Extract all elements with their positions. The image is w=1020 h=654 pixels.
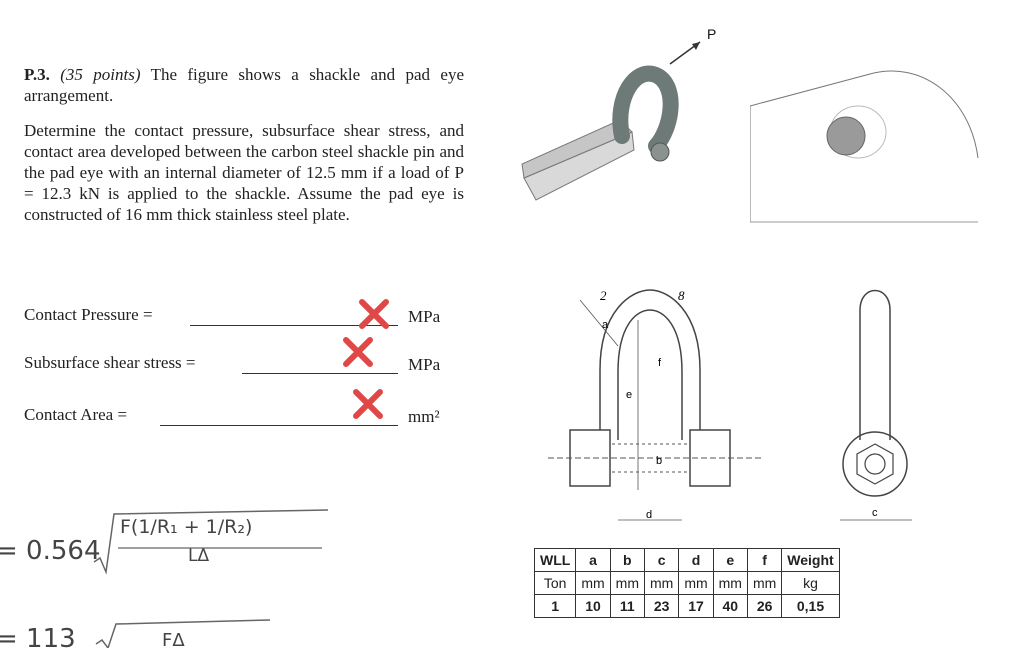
table-cell: mm xyxy=(575,571,611,595)
wrong-x-icon xyxy=(359,299,389,329)
hand-line1-numerator: F(1/R₁ + 1/R₂) xyxy=(120,516,253,538)
table-header-row: WLL a b c d e f Weight xyxy=(533,548,840,572)
answer-label: Subsurface shear stress = xyxy=(24,353,196,372)
handwritten-work: = 0.564 F(1/R₁ + 1/R₂) LΔ = 113 FΔ xyxy=(0,500,360,654)
table-cell: 26 xyxy=(746,594,783,618)
table-cell: mm xyxy=(643,571,680,595)
pad-eye-detail xyxy=(750,70,979,223)
problem-points: (35 points) xyxy=(60,65,141,84)
hand-line1-denominator: LΔ xyxy=(188,546,210,566)
table-cell: mm xyxy=(609,571,645,595)
answer-blank-subsurface-shear[interactable] xyxy=(242,353,398,374)
answer-row-contact-pressure: Contact Pressure = xyxy=(24,305,153,329)
answer-row-subsurface-shear: Subsurface shear stress = xyxy=(24,353,196,377)
problem-body: Determine the contact pressure, subsurfa… xyxy=(24,121,464,224)
table-units-row: Ton mm mm mm mm mm mm kg xyxy=(533,571,840,595)
table-cell: 10 xyxy=(575,594,611,618)
shackle-spec-table: WLL a b c d e f Weight Ton mm mm mm mm m… xyxy=(533,548,840,618)
problem-number: P.3. xyxy=(24,65,50,84)
dim-label-a: a xyxy=(602,319,609,331)
problem-statement: P.3. (35 points) The figure shows a shac… xyxy=(24,64,464,239)
sqrt-sign xyxy=(95,619,271,648)
unit-label: mm² xyxy=(408,407,440,426)
wrong-x-icon xyxy=(353,389,383,419)
mark-8: 8 xyxy=(678,288,685,303)
table-cell: mm xyxy=(712,571,748,595)
unit-label: MPa xyxy=(408,307,441,326)
dim-label-d: d xyxy=(646,509,652,521)
table-cell: d xyxy=(678,548,714,572)
table-cell: 17 xyxy=(678,594,714,618)
table-cell: Weight xyxy=(781,548,840,572)
answer-blank-contact-pressure[interactable] xyxy=(190,305,398,326)
problem-intro: P.3. (35 points) The figure shows a shac… xyxy=(24,64,464,106)
hand-line2-prefix: = 113 xyxy=(0,624,76,654)
answer-label: Contact Area = xyxy=(24,405,128,424)
table-cell: 0,15 xyxy=(781,594,840,618)
table-row: 1 10 11 23 17 40 26 0,15 xyxy=(533,594,840,618)
dim-label-f: f xyxy=(658,357,662,369)
table-cell: 23 xyxy=(643,594,680,618)
unit-label: MPa xyxy=(408,355,441,374)
table-cell: WLL xyxy=(533,548,577,572)
table-cell: c xyxy=(643,548,680,572)
hand-line1-prefix: = 0.564 xyxy=(0,536,101,566)
hand-line2-numerator: FΔ xyxy=(162,630,185,651)
load-label: P xyxy=(707,28,716,42)
table-cell: a xyxy=(575,548,611,572)
shackle-3d-figure: P xyxy=(521,28,716,201)
shackle-side-view: c xyxy=(840,289,912,521)
wrong-x-icon xyxy=(343,337,373,367)
table-cell: kg xyxy=(781,571,840,595)
sqrt-sign xyxy=(93,509,329,575)
table-cell: 11 xyxy=(609,594,645,618)
table-cell: e xyxy=(712,548,748,572)
answer-label: Contact Pressure = xyxy=(24,305,153,324)
answer-blank-contact-area[interactable] xyxy=(160,405,398,426)
table-cell: mm xyxy=(678,571,714,595)
mark-2: 2 xyxy=(600,288,607,303)
shackle-front-view: a b d e f 2 8 xyxy=(548,288,762,521)
table-cell: f xyxy=(746,548,783,572)
dim-label-e: e xyxy=(626,389,632,401)
table-cell: b xyxy=(609,548,645,572)
problem-intro-text: The figure shows a shackle and pad eye a… xyxy=(24,65,464,105)
dim-label-b: b xyxy=(656,455,662,467)
table-cell: 40 xyxy=(712,594,748,618)
answer-row-contact-area: Contact Area = xyxy=(24,405,127,429)
table-cell: mm xyxy=(746,571,783,595)
table-cell: 1 xyxy=(533,594,577,618)
table-cell: Ton xyxy=(533,571,577,595)
dim-label-c: c xyxy=(872,507,878,519)
